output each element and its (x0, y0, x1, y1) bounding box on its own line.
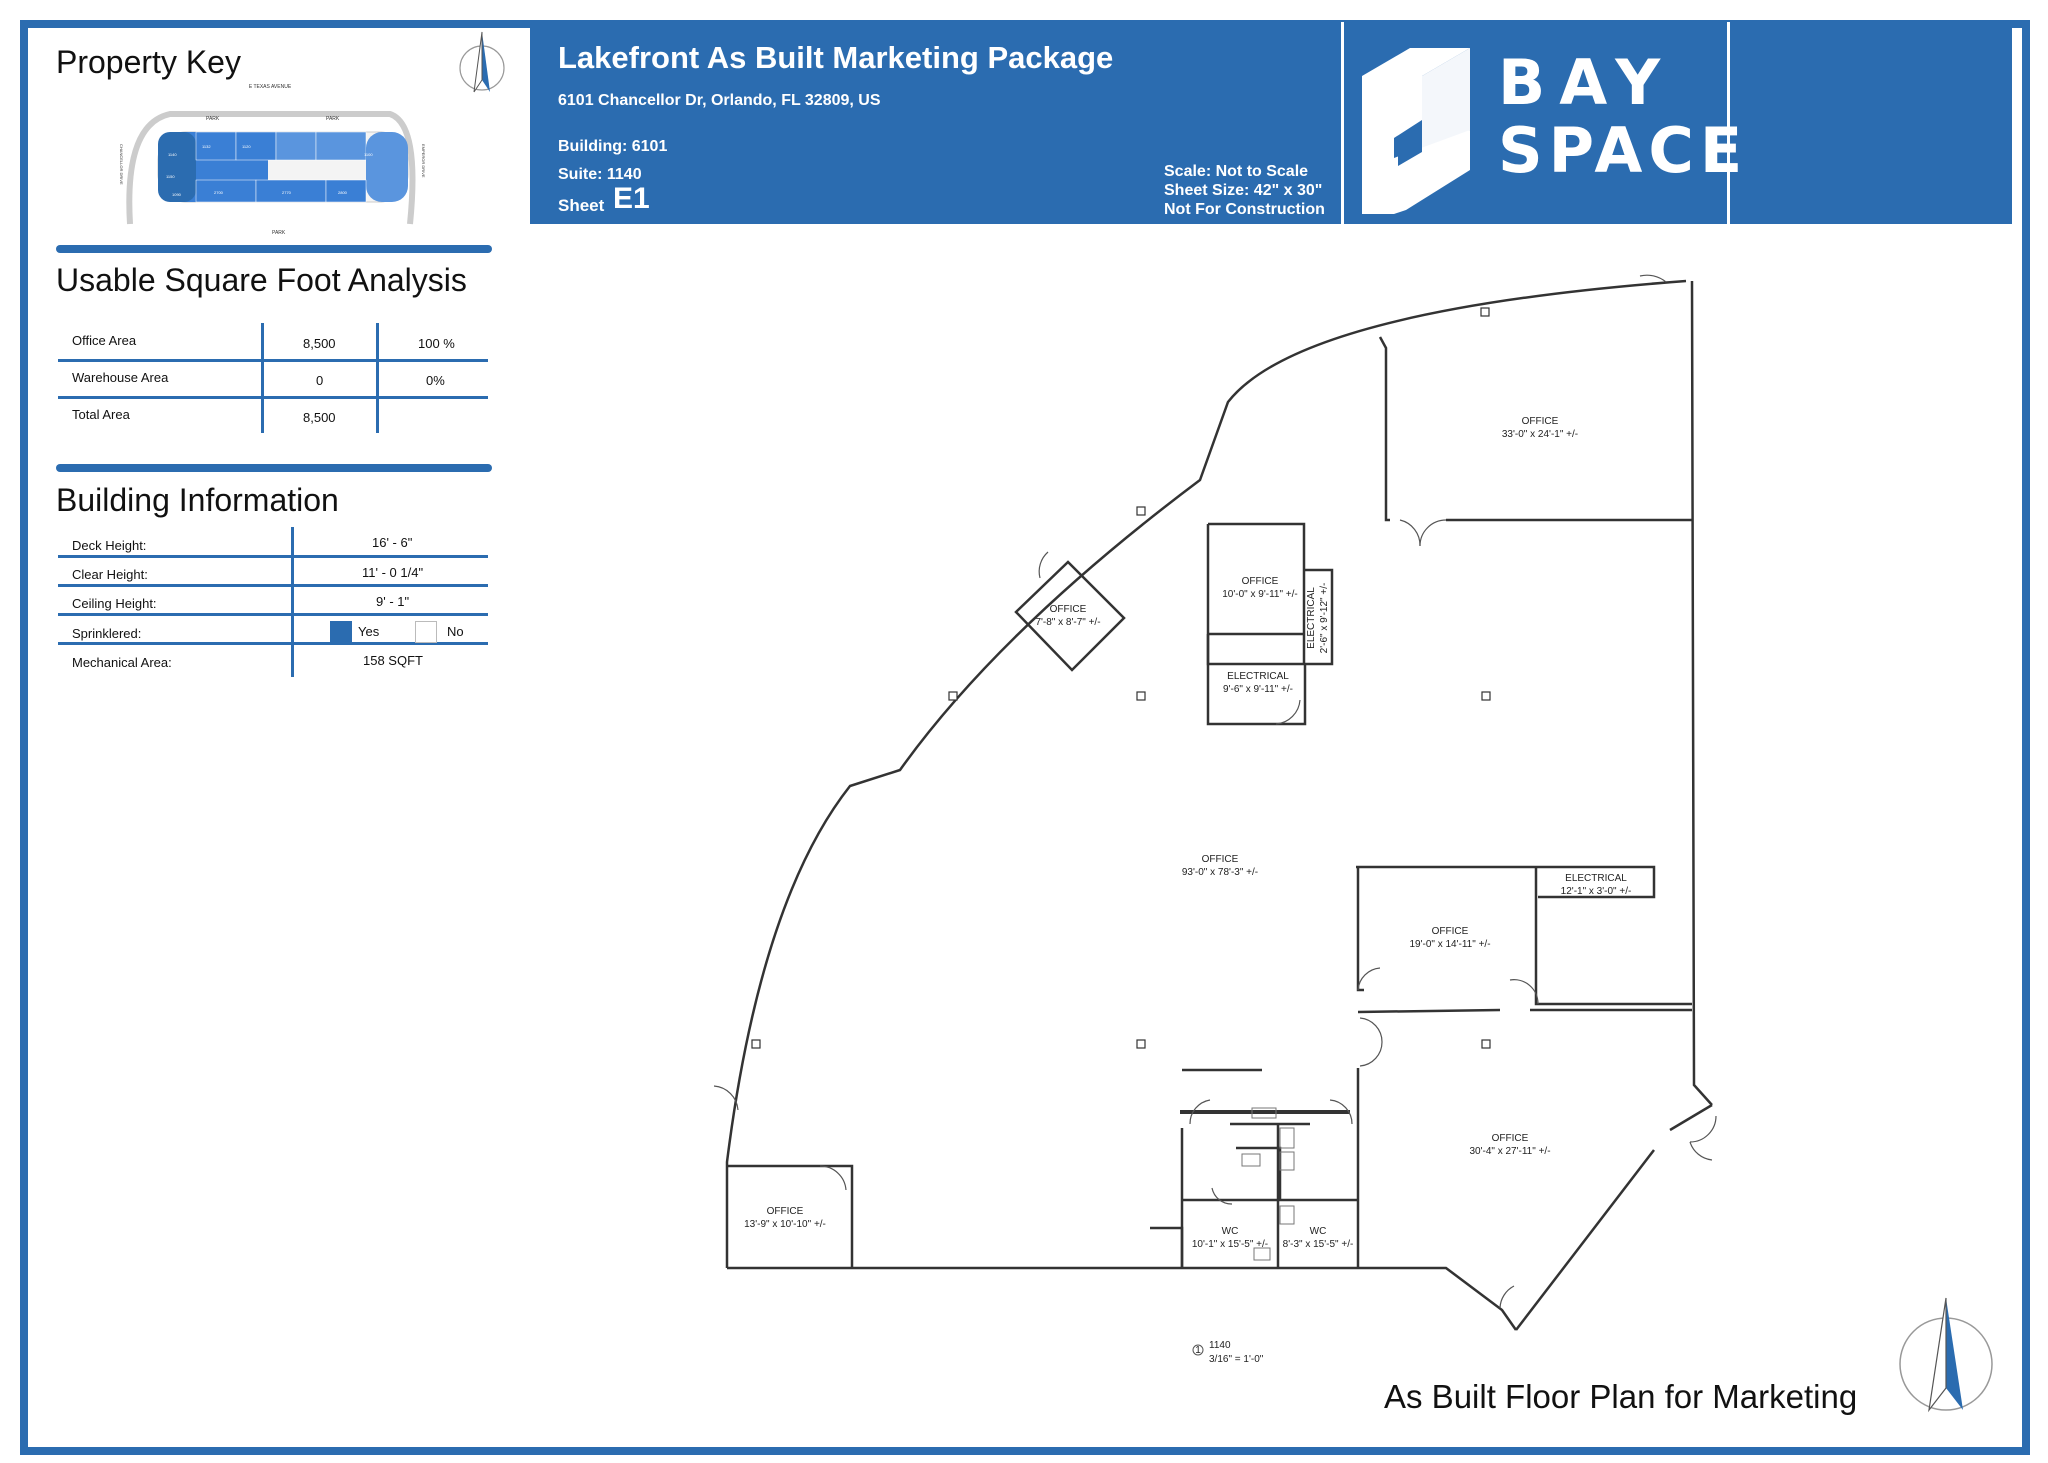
room-dim: 8'-3" x 15'-5" +/- (1283, 1239, 1354, 1250)
title-block: Lakefront As Built Marketing Package 610… (530, 22, 2012, 224)
key-suite: 1132 (202, 144, 211, 149)
scale-note: Scale: Not to Scale (1164, 163, 1309, 180)
sprinkler-no-label: No (447, 624, 464, 639)
room-name: WC (1222, 1226, 1239, 1237)
bay-space-logo-icon (1362, 48, 1470, 214)
room-dim: 7'-8" x 8'-7" +/- (1035, 617, 1100, 628)
plan-suite-label: 1140 (1209, 1340, 1231, 1351)
sprinkler-no-checkbox (415, 621, 437, 643)
key-park-right: PARK (326, 116, 340, 122)
sprinkler-yes-checkbox (330, 621, 352, 643)
info-value: 16' - 6" (372, 535, 413, 550)
key-park-bottom: PARK (272, 230, 286, 236)
room-dim: 12'-1" x 3'-0" +/- (1561, 886, 1632, 897)
key-suite: 1100 (364, 152, 373, 157)
section-divider (56, 464, 492, 472)
plan-marker-icon (1192, 1344, 1204, 1356)
info-value: 158 SQFT (363, 653, 423, 668)
room-name: OFFICE (1050, 604, 1087, 615)
room-name: OFFICE (1522, 416, 1559, 427)
room-dim: 13'-9" x 10'-10" +/- (744, 1219, 826, 1230)
info-label: Clear Height: (72, 567, 148, 582)
usable-sf-title: Usable Square Foot Analysis (56, 262, 467, 298)
property-key-title: Property Key (56, 44, 241, 80)
key-suite: 2770 (282, 190, 292, 195)
info-label: Deck Height: (72, 538, 147, 553)
key-suite: 1090 (172, 192, 182, 197)
room-dim: 30'-4" x 27'-11" +/- (1469, 1146, 1550, 1157)
address: 6101 Chancellor Dr, Orlando, FL 32809, U… (558, 92, 881, 109)
room-dim: 93'-0" x 78'-3" +/- (1182, 867, 1258, 878)
info-value: 9' - 1" (376, 594, 410, 609)
section-divider (56, 245, 492, 253)
table-row (58, 360, 488, 399)
key-suite: 1140 (168, 152, 177, 157)
property-key-map: E TEXAS AVENUE PARK PARK PARK CHANCELLOR… (119, 84, 426, 236)
logo-text-bay: BAY (1498, 46, 1675, 119)
row-value: 8,500 (303, 336, 336, 351)
key-suite: 1120 (242, 144, 251, 149)
room-name: OFFICE (1202, 854, 1239, 865)
key-street-top: E TEXAS AVENUE (249, 84, 292, 90)
room-name: OFFICE (1432, 926, 1469, 937)
info-value: 11' - 0 1/4" (362, 565, 424, 580)
info-label: Sprinklered: (72, 626, 142, 641)
sheet-size-note: Sheet Size: 42" x 30" (1164, 182, 1323, 199)
plan-scale-label: 3/16" = 1'-0" (1209, 1354, 1264, 1365)
key-street-left: CHANCELLOR DRIVE (119, 144, 124, 185)
room-name: OFFICE (1242, 576, 1279, 587)
row-label: Total Area (72, 407, 130, 422)
row-value: 8,500 (303, 410, 336, 425)
room-dim: 2'-6" x 9'-12" +/- (1319, 583, 1330, 654)
row-pct: 100 % (418, 336, 455, 351)
building-number: Building: 6101 (558, 138, 668, 155)
sheet-label: Sheet (558, 196, 605, 215)
logo-text-space: SPACE (1498, 114, 1749, 187)
row-pct: 0% (426, 373, 445, 388)
key-suite: 2800 (338, 190, 348, 195)
key-park-left: PARK (206, 116, 220, 122)
row-value: 0 (316, 373, 324, 388)
north-arrow-icon (1899, 1297, 1993, 1413)
key-street-right: EMPEROR DRIVE (421, 144, 426, 178)
building-info-table: Deck Height: 16' - 6" Clear Height: 11' … (58, 527, 488, 677)
table-row (58, 323, 488, 362)
key-suite: 2700 (214, 190, 224, 195)
footer-title: As Built Floor Plan for Marketing (1384, 1378, 1858, 1415)
key-suite: 1150 (166, 174, 175, 179)
room-dim: 19'-0" x 14'-11" +/- (1409, 939, 1490, 950)
room-name: WC (1310, 1226, 1327, 1237)
usable-sf-table: Office Area 8,500 100 % Warehouse Area 0… (58, 323, 488, 433)
row-label: Warehouse Area (72, 370, 169, 385)
room-dim: 10'-0" x 9'-11" +/- (1222, 589, 1298, 600)
building-info-title: Building Information (56, 482, 339, 518)
room-name: ELECTRICAL (1306, 587, 1317, 649)
package-title: Lakefront As Built Marketing Package (558, 40, 1114, 75)
info-label: Ceiling Height: (72, 596, 157, 611)
suite-number: Suite: 1140 (558, 166, 642, 183)
sheet-number: E1 (613, 182, 650, 215)
row-label: Office Area (72, 333, 137, 348)
room-dim: 33'-0" x 24'-1" +/- (1502, 429, 1578, 440)
info-label: Mechanical Area: (72, 655, 172, 670)
room-name: ELECTRICAL (1227, 671, 1289, 682)
room-dim: 10'-1" x 15'-5" +/- (1192, 1239, 1268, 1250)
plan-marker-number: 1 (1195, 1345, 1201, 1356)
room-name: ELECTRICAL (1565, 873, 1627, 884)
north-arrow-icon-small (459, 31, 505, 93)
room-name: OFFICE (1492, 1133, 1529, 1144)
room-dim: 9'-6" x 9'-11" +/- (1223, 684, 1293, 695)
sprinkler-yes-label: Yes (358, 624, 380, 639)
room-name: OFFICE (767, 1206, 804, 1217)
construction-note: Not For Construction (1164, 201, 1325, 218)
